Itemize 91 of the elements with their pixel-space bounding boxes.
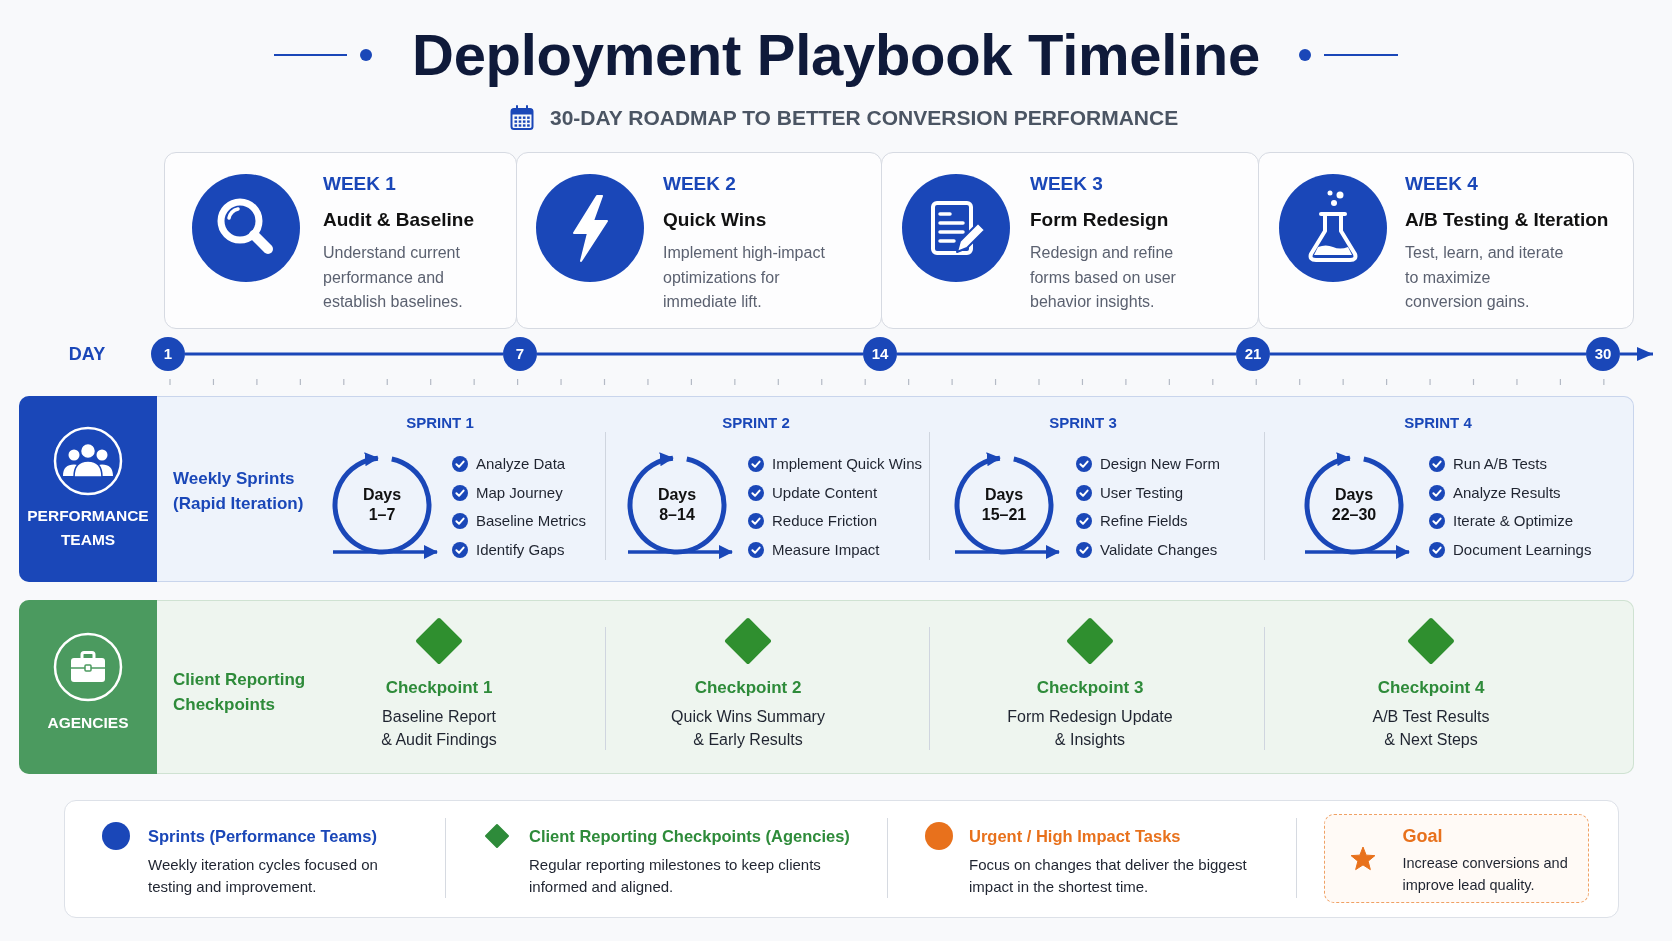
day-marker <box>1586 337 1620 371</box>
swimlane-band <box>19 600 1634 774</box>
phase-title: Audit & Baseline <box>323 208 474 232</box>
checkpoint-description: Form Redesign Update & Insights <box>1006 707 1174 750</box>
sprint-days: Days 1–7 <box>362 485 402 525</box>
week-card <box>516 152 882 329</box>
goal-description: Increase conversions and improve lead quality. <box>1402 853 1569 895</box>
week-card <box>881 152 1259 329</box>
day-number: 7 <box>515 345 525 363</box>
week-label: WEEK 4 <box>1405 172 1478 196</box>
sprint-days: Days 8–14 <box>657 485 697 525</box>
sprint-heading: SPRINT 1 <box>406 414 474 432</box>
timeline-line <box>897 352 1236 356</box>
task-item: Map Journey <box>476 482 563 503</box>
diagram-title: Deployment Playbook Timeline <box>412 22 1260 88</box>
checkpoint-title: Checkpoint 1 <box>385 677 493 699</box>
task-item: Refine Fields <box>1100 511 1188 532</box>
timeline-line <box>185 352 503 356</box>
week-label: WEEK 3 <box>1030 172 1103 196</box>
day-number: 21 <box>1244 345 1262 363</box>
task-item: Validate Changes <box>1100 540 1218 561</box>
task-item: Update Content <box>772 482 878 503</box>
checkpoint-diamond <box>1066 617 1114 665</box>
week-card <box>1258 152 1634 329</box>
timeline-line <box>1270 352 1586 356</box>
sprint-days: Days 15–21 <box>981 485 1027 525</box>
timeline-label: DAY <box>68 343 106 365</box>
checkpoint-description: Baseline Report & Audit Findings <box>380 707 498 750</box>
phase-title: A/B Testing & Iteration <box>1405 208 1609 232</box>
sprint-heading: SPRINT 3 <box>1049 414 1117 432</box>
checkpoint-diamond <box>415 617 463 665</box>
sprint-days: Days 22–30 <box>1331 485 1377 525</box>
sprint-heading: SPRINT 2 <box>722 414 790 432</box>
checkpoint-description: A/B Test Results & Next Steps <box>1371 707 1491 750</box>
legend-description: Regular reporting milestones to keep clients informed and aligned. <box>529 855 822 897</box>
legend-title: Urgent / High Impact Tasks <box>969 826 1181 847</box>
cycle-arrow <box>330 449 440 561</box>
legend-description: Weekly iteration cycles focused on testing and improvement. <box>148 855 379 897</box>
task-item: Reduce Friction <box>772 511 878 532</box>
phase-description: Test, learn, and iterate to maximize conversion gains. <box>1405 243 1565 312</box>
task-item: User Testing <box>1100 482 1184 503</box>
phase-title: Quick Wins <box>663 208 767 232</box>
goal-box <box>1324 814 1589 903</box>
lane-title: Weekly Sprints (Rapid Iteration) <box>173 468 305 515</box>
day-marker <box>151 337 185 371</box>
lane-name: AGENCIES <box>47 713 129 733</box>
day-number: 30 <box>1594 345 1612 363</box>
phase-description: Redesign and refine forms based on user behavior insights. <box>1030 243 1177 312</box>
lane-title: Client Reporting Checkpoints <box>173 669 307 716</box>
task-item: Document Learnings <box>1453 540 1592 561</box>
checkpoint-title: Checkpoint 3 <box>1036 677 1144 699</box>
timeline-arrow <box>1620 347 1653 361</box>
week-label: WEEK 2 <box>663 172 736 196</box>
sprint-heading: SPRINT 4 <box>1404 414 1472 432</box>
task-item: Measure Impact <box>772 540 880 561</box>
phase-title: Form Redesign <box>1030 208 1169 232</box>
week-card <box>164 152 517 329</box>
legend-description: Focus on changes that deliver the biggest impact in the shortest time. <box>969 855 1248 897</box>
task-item: Design New Form <box>1100 454 1221 474</box>
checkpoint-diamond <box>724 617 772 665</box>
checkpoint-description: Quick Wins Summary & Early Results <box>670 707 826 750</box>
cycle-arrow <box>625 449 735 561</box>
swimlane-band <box>19 396 1634 582</box>
day-number: 14 <box>871 345 889 363</box>
day-marker <box>503 337 537 371</box>
task-item: Iterate & Optimize <box>1453 511 1574 532</box>
day-marker <box>863 337 897 371</box>
checkpoint-diamond <box>1407 617 1455 665</box>
task-item: Run A/B Tests <box>1453 454 1547 474</box>
cycle-arrow <box>1302 449 1412 561</box>
task-item: Implement Quick Wins <box>772 454 923 474</box>
phase-description: Understand current performance and establish baselines. <box>323 243 464 312</box>
legend-title: Sprints (Performance Teams) <box>148 826 377 847</box>
day-number: 1 <box>163 345 173 363</box>
subtitle: 30-DAY ROADMAP TO BETTER CONVERSION PERFORMANCE <box>550 105 1179 131</box>
checkpoint-title: Checkpoint 2 <box>694 677 802 699</box>
task-item: Analyze Data <box>476 454 566 474</box>
week-label: WEEK 1 <box>323 172 396 196</box>
task-item: Identify Gaps <box>476 540 565 561</box>
legend-title: Client Reporting Checkpoints (Agencies) <box>529 826 850 847</box>
lane-header <box>19 600 157 774</box>
task-item: Baseline Metrics <box>476 511 587 532</box>
lane-name: PERFORMANCE TEAMS <box>26 506 150 550</box>
timeline-line <box>537 352 863 356</box>
cycle-arrow <box>952 449 1062 561</box>
goal-title: Goal <box>1402 824 1443 847</box>
checkpoint-title: Checkpoint 4 <box>1377 677 1485 699</box>
lane-header <box>19 396 157 582</box>
day-marker <box>1236 337 1270 371</box>
task-item: Analyze Results <box>1453 482 1561 503</box>
phase-description: Implement high-impact optimizations for immediate lift. <box>663 243 826 312</box>
